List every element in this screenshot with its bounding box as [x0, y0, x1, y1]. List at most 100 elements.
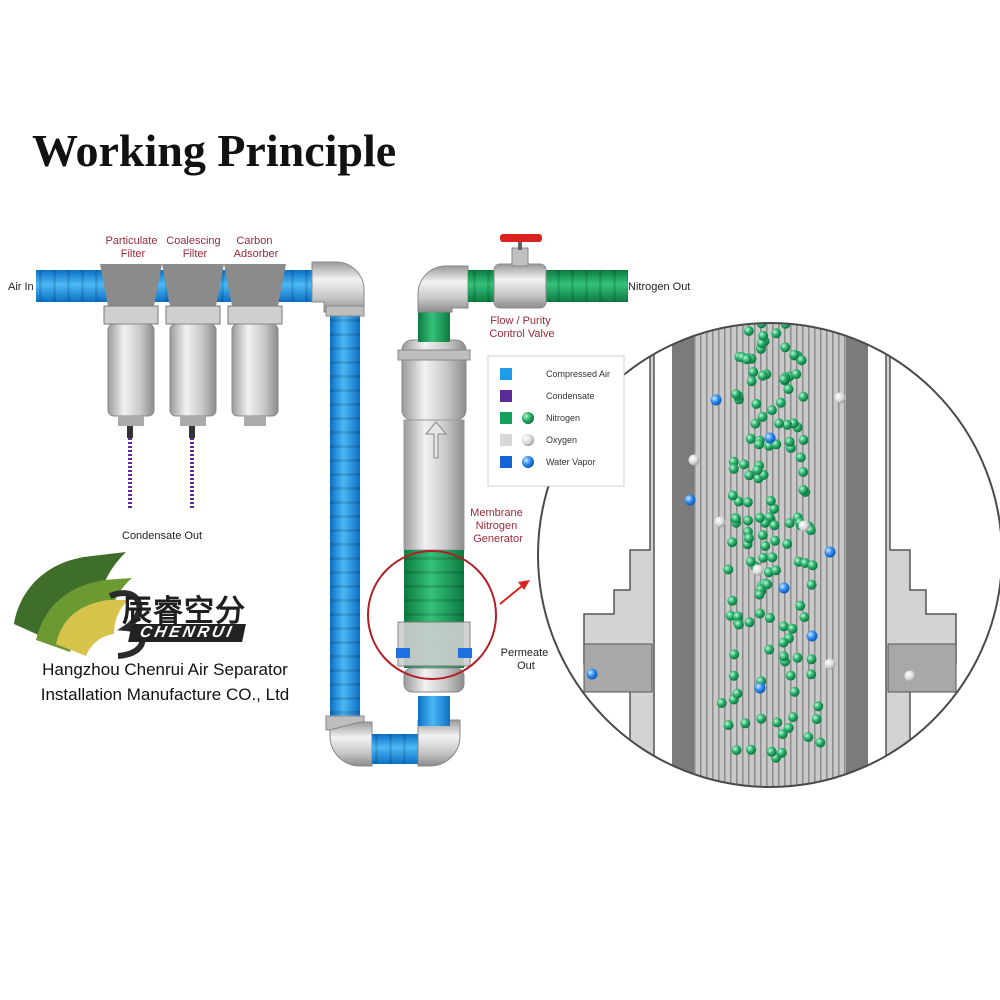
nitrogen-molecule — [742, 497, 753, 508]
legend-ball — [522, 434, 534, 446]
coalescing-filter-label: Coalescing Filter — [166, 235, 223, 260]
particulate-filter-label: Particulate Filter — [105, 235, 160, 260]
nitrogen-molecule — [731, 513, 741, 524]
nitrogen-molecule — [772, 717, 783, 728]
nitrogen-molecule — [806, 669, 817, 680]
nitrogen-molecule — [783, 722, 794, 733]
permeate-out-label: Permeate Out — [501, 647, 552, 672]
nitrogen-molecule — [798, 391, 809, 402]
nitrogen-molecule — [765, 495, 776, 506]
water-vapor-molecule — [754, 682, 766, 694]
nitrogen-molecule — [798, 435, 809, 445]
nitrogen-molecule — [778, 621, 789, 632]
nitrogen-molecule — [799, 612, 810, 623]
water-vapor-molecule — [586, 668, 598, 680]
legend-swatch — [500, 434, 512, 446]
nitrogen-molecule — [784, 518, 795, 529]
nitrogen-molecule — [764, 644, 775, 655]
coalescing-filter — [162, 264, 224, 438]
nitrogen-molecule — [748, 367, 759, 377]
carbon-adsorber-label: Carbon Adsorber — [234, 235, 279, 260]
nitrogen-molecule — [782, 538, 793, 549]
nitrogen-molecule — [744, 533, 754, 544]
nitrogen-molecule — [750, 418, 761, 429]
oxygen-molecule — [798, 520, 810, 532]
flow-purity-valve — [493, 234, 547, 309]
nitrogen-molecule — [791, 369, 802, 380]
nitrogen-molecule — [740, 718, 751, 729]
nitrogen-molecule — [730, 389, 741, 400]
nitrogen-molecule — [754, 439, 765, 450]
nitrogen-molecule — [784, 436, 795, 447]
legend-swatch — [500, 368, 512, 380]
nitrogen-molecule — [766, 746, 777, 757]
nitrogen-molecule — [769, 520, 780, 531]
company-logo-cn: 辰睿空分 — [122, 594, 246, 629]
nitrogen-molecule — [789, 686, 800, 697]
oxygen-molecule — [714, 516, 726, 528]
nitrogen-molecule — [807, 560, 818, 571]
oxygen-molecule — [688, 454, 700, 466]
nitrogen-molecule — [775, 397, 786, 408]
nitrogen-molecule — [792, 652, 803, 663]
nitrogen-molecule — [728, 456, 739, 467]
nitrogen-molecule — [780, 342, 791, 353]
nitrogen-molecule — [770, 535, 781, 546]
nitrogen-molecule — [785, 670, 796, 681]
nitrogen-molecule — [743, 326, 754, 336]
nitrogen-molecule — [728, 463, 739, 474]
legend: Compressed AirCondensateNitrogenOxygenWa… — [487, 355, 625, 487]
nitrogen-molecule — [727, 490, 738, 501]
nitrogen-molecule — [806, 654, 817, 665]
air-in-label: Air In — [8, 281, 34, 293]
membrane-zoom-view — [537, 322, 1000, 788]
nitrogen-molecule — [789, 349, 800, 360]
legend-ball — [522, 412, 534, 424]
nitrogen-molecule — [744, 617, 755, 628]
nitrogen-molecule — [723, 720, 734, 731]
zoom-callout-arrow — [499, 580, 530, 605]
condensate-drain-lines — [128, 438, 194, 508]
oxygen-molecule — [752, 564, 764, 576]
nitrogen-molecule — [757, 411, 768, 422]
nitrogen-molecule — [766, 405, 777, 416]
water-vapor-molecule — [764, 432, 776, 444]
nitrogen-molecule — [777, 729, 788, 740]
nitrogen-molecule — [732, 688, 743, 699]
nitrogen-molecule — [774, 418, 785, 429]
legend-label: Oxygen — [546, 435, 577, 445]
nitrogen-molecule — [795, 452, 806, 463]
nitrogen-molecule — [787, 623, 798, 634]
water-vapor-molecule — [710, 394, 722, 406]
water-vapor-molecule — [684, 494, 696, 506]
air-riser-pipe — [325, 305, 365, 720]
nitrogen-molecule — [770, 565, 781, 576]
page-title: Working Principle — [32, 125, 397, 176]
nitrogen-molecule — [756, 338, 767, 349]
nitrogen-molecule — [751, 398, 762, 409]
nitrogen-molecule — [771, 328, 782, 339]
company-name-line2: Installation Manufacture CO., Ltd — [40, 685, 290, 704]
nitrogen-molecule — [767, 552, 778, 563]
nitrogen-molecule — [743, 515, 753, 526]
nitrogen-molecule — [729, 649, 740, 660]
nitrogen-molecule — [796, 355, 807, 366]
membrane-label: Membrane Nitrogen Generator — [470, 507, 526, 545]
oxygen-molecule — [824, 658, 836, 670]
elbow-top — [311, 261, 365, 313]
nitrogen-molecule — [778, 637, 789, 648]
nitrogen-molecule — [795, 600, 806, 611]
nitrogen-molecule — [752, 465, 763, 476]
nitrogen-molecule — [803, 732, 814, 743]
nitrogen-molecule — [723, 564, 734, 575]
nitrogen-molecule — [732, 611, 743, 622]
water-vapor-molecule — [778, 582, 790, 594]
legend-swatch — [500, 390, 512, 402]
legend-label: Nitrogen — [546, 413, 580, 423]
legend-swatch — [500, 412, 512, 424]
nitrogen-molecule — [725, 610, 736, 621]
nitrogen-molecule — [806, 579, 817, 590]
legend-swatch — [500, 456, 512, 468]
nitrogen-out-label: Nitrogen Out — [628, 281, 690, 293]
